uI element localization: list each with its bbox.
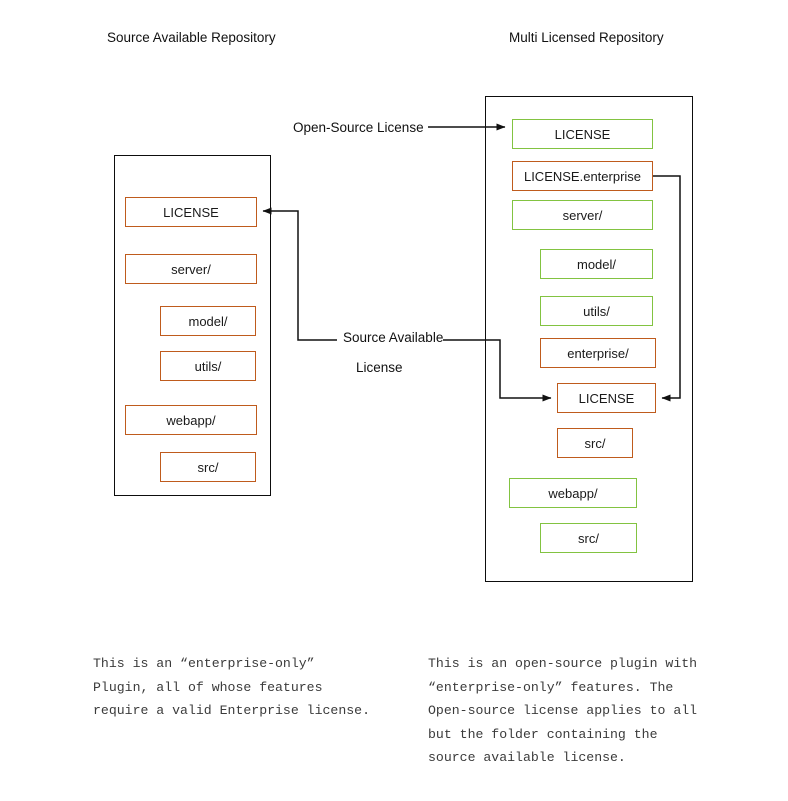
right-node-enterprise-license[interactable]: LICENSE <box>557 383 656 413</box>
right-node-utils[interactable]: utils/ <box>540 296 653 326</box>
connector-label-open-source-license: Open-Source License <box>293 120 424 135</box>
right-node-license[interactable]: LICENSE <box>512 119 653 149</box>
right-node-license-enterprise[interactable]: LICENSE.enterprise <box>512 161 653 191</box>
right-repo-title: Multi Licensed Repository <box>509 30 664 45</box>
left-node-webapp[interactable]: webapp/ <box>125 405 257 435</box>
right-caption: This is an open-source plugin with “ente… <box>428 656 698 765</box>
left-node-license[interactable]: LICENSE <box>125 197 257 227</box>
right-node-enterprise[interactable]: enterprise/ <box>540 338 656 368</box>
right-repo-container <box>485 96 693 582</box>
right-node-webapp-src[interactable]: src/ <box>540 523 637 553</box>
left-caption: This is an “enterprise-only” Plugin, all… <box>93 656 370 718</box>
left-node-server[interactable]: server/ <box>125 254 257 284</box>
left-node-src[interactable]: src/ <box>160 452 256 482</box>
right-node-enterprise-src[interactable]: src/ <box>557 428 633 458</box>
right-node-webapp[interactable]: webapp/ <box>509 478 637 508</box>
left-node-model[interactable]: model/ <box>160 306 256 336</box>
left-node-utils[interactable]: utils/ <box>160 351 256 381</box>
right-node-server[interactable]: server/ <box>512 200 653 230</box>
connector-label-source-available-line1: Source Available <box>343 330 444 345</box>
left-repo-title: Source Available Repository <box>107 30 276 45</box>
wire-source-available-left <box>262 207 337 341</box>
right-node-model[interactable]: model/ <box>540 249 653 279</box>
connector-label-source-available-line2: License <box>356 360 403 375</box>
